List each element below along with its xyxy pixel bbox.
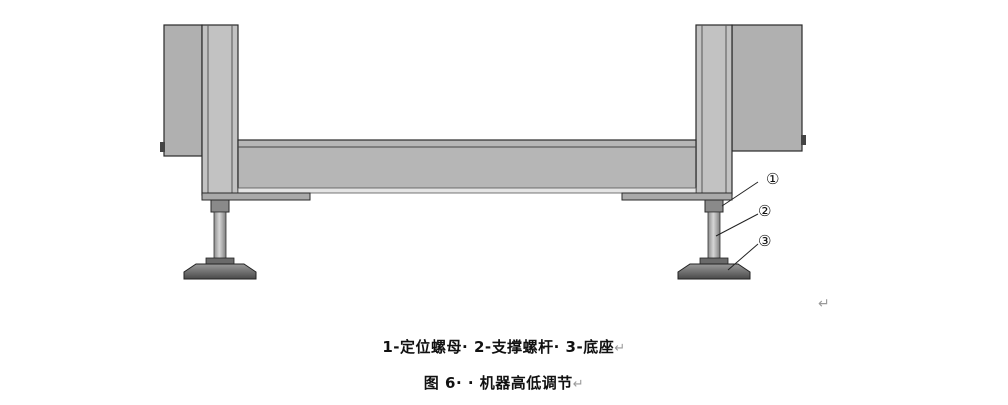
left-base-plate <box>201 192 311 201</box>
right-side-panel <box>731 24 806 152</box>
right-column <box>695 24 733 196</box>
machine-base-illustration: ① ② ③ <box>160 24 806 280</box>
figure-legend: 1-定位螺母· 2-支撑螺杆· 3-底座↵ <box>0 336 1008 357</box>
paragraph-mark: ↵ <box>614 341 626 356</box>
right-support-screw <box>707 211 721 263</box>
paragraph-mark: ↵ <box>818 296 830 312</box>
right-foot-assembly <box>677 199 751 280</box>
callout-leaders <box>715 181 759 271</box>
left-positioning-nut <box>210 199 230 213</box>
paragraph-mark: ↵ <box>572 377 585 392</box>
right-base-plate <box>621 192 733 201</box>
left-column <box>201 24 239 196</box>
figure-legend-text: 1-定位螺母· 2-支撑螺杆· 3-底座 <box>382 338 615 356</box>
left-support-screw <box>213 211 227 263</box>
figure-title-text: 图 6· · 机器高低调节 <box>423 374 573 392</box>
left-side-panel <box>160 24 203 157</box>
right-positioning-nut <box>704 199 724 213</box>
callout-2: ② <box>758 202 771 220</box>
callout-1: ① <box>766 170 779 188</box>
right-foot-base <box>677 263 751 280</box>
left-foot-base <box>183 263 257 280</box>
left-foot-assembly <box>183 199 257 280</box>
figure-title: 图 6· · 机器高低调节↵ <box>0 372 1008 393</box>
horizontal-beam <box>237 139 697 194</box>
callout-3: ③ <box>758 232 771 250</box>
machine-drawing: ① ② ③ <box>160 24 806 280</box>
